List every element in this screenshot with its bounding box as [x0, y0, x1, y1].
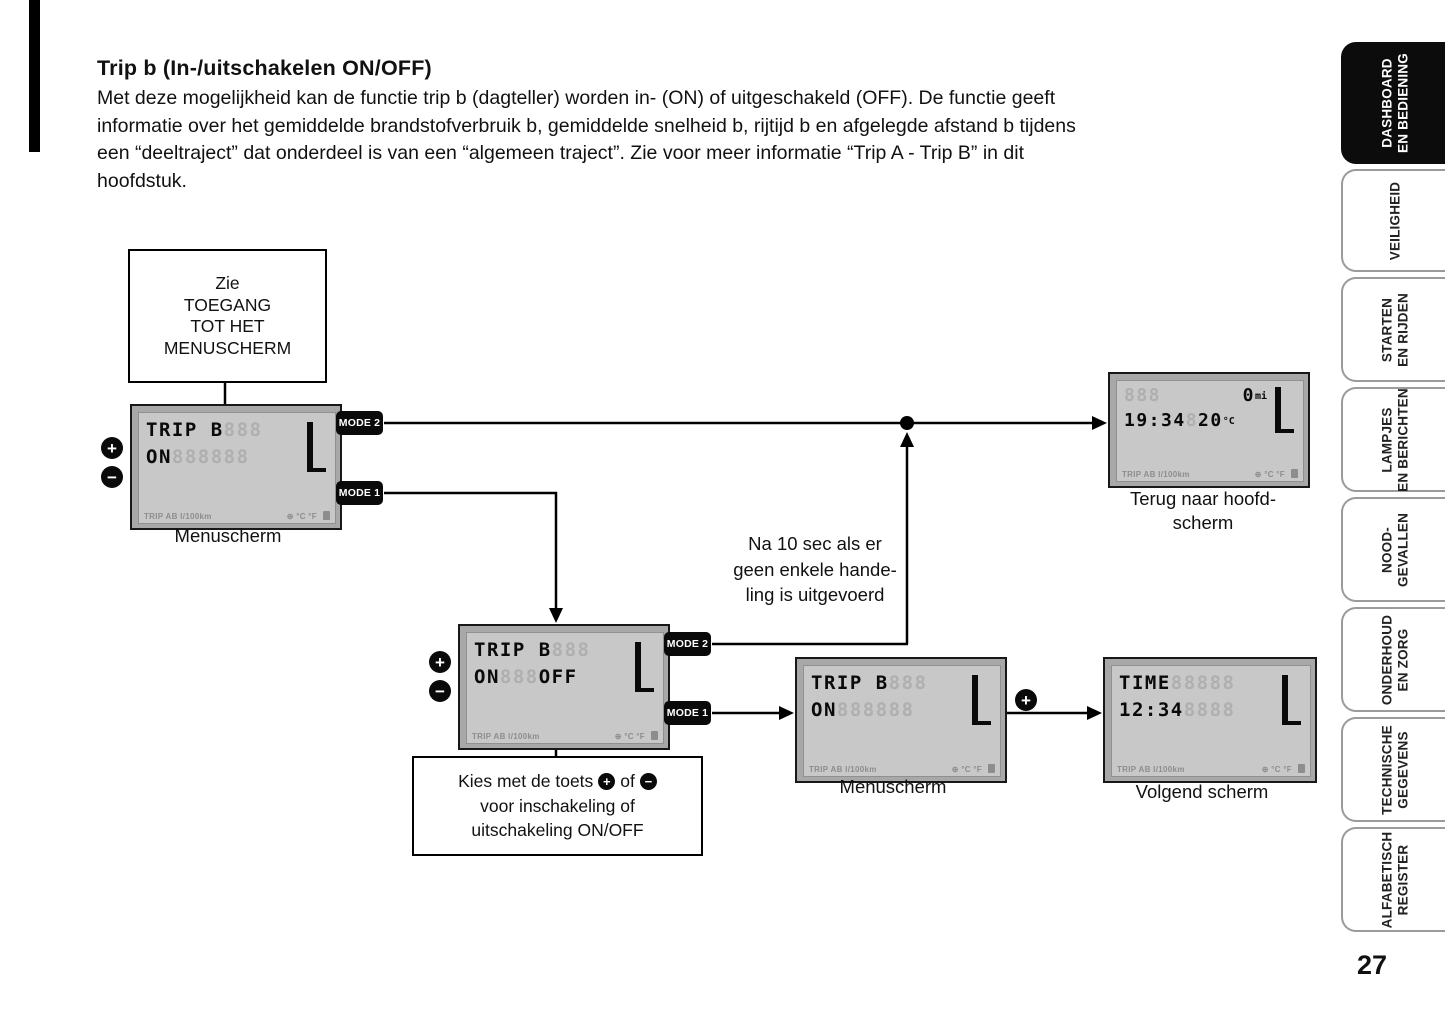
instruction-box: Kies met de toets + of − voor inschakeli…	[412, 756, 703, 856]
sidebar-tab-veiligheid[interactable]: VEILIGHEID	[1341, 169, 1445, 272]
instruction-text: of	[620, 771, 635, 792]
instruction-text: Kies met de toets	[458, 771, 594, 792]
lcd-display-menu-2: TRIP B888 ON888888 TRIP AB l/100km⊕ °C °…	[795, 657, 1007, 783]
lcd-screen: TRIP B888 ON888888 TRIP AB l/100km⊕ °C °…	[803, 665, 1001, 777]
body-line: hoofdstuk.	[97, 169, 187, 192]
timeout-line: geen enkele hande-	[733, 558, 897, 580]
fuel-pump-icon	[1291, 469, 1298, 478]
note-line: TOT HET	[190, 316, 265, 336]
lcd-line-1: TRIP B888	[146, 419, 263, 441]
fuel-pump-icon	[651, 731, 658, 740]
tab-label: REGISTER	[1395, 844, 1410, 915]
instruction-line: uitschakeling ON/OFF	[471, 820, 644, 841]
lcd-line-2: ON888OFF	[474, 666, 578, 688]
lcd-screen: TRIP B888 ON888888 TRIP AB l/100km⊕ °C °…	[138, 412, 336, 524]
lcd-footer: TRIP AB l/100km⊕ °C °F	[144, 512, 317, 521]
menu-access-note: Zie TOEGANG TOT HET MENUSCHERM	[128, 249, 327, 383]
note-line: TOEGANG	[183, 294, 272, 315]
tab-label: TECHNISCHE	[1379, 724, 1395, 815]
tab-label: GEGEVENS	[1395, 730, 1410, 809]
minus-button: −	[101, 466, 123, 488]
tab-label: LAMPJES	[1379, 406, 1395, 473]
mode-1-button: MODE 1	[664, 701, 711, 725]
timeout-line: Na 10 sec als er	[748, 533, 882, 554]
tab-label: GEVALLEN	[1395, 512, 1410, 587]
tab-label: EN ZORG	[1395, 628, 1410, 691]
label-line: scherm	[1172, 512, 1234, 533]
menu-screen-2-label: Menuscherm	[839, 776, 947, 797]
sidebar-tab-noodgevallen[interactable]: NOOD-GEVALLEN	[1341, 497, 1445, 602]
lcd-line-1: TIME88888	[1119, 672, 1236, 694]
next-screen-label: Volgend scherm	[1135, 781, 1269, 802]
lcd-line-2: ON888888	[146, 446, 250, 468]
level-gauge-icon	[635, 642, 654, 692]
label-line: Terug naar hoofd-	[1129, 488, 1277, 509]
instruction-line: Kies met de toets + of −	[458, 769, 657, 794]
menu-screen-1-label: Menuscherm	[174, 525, 282, 546]
lcd-display-on-off: TRIP B888 ON888OFF TRIP AB l/100km⊕ °C °…	[458, 624, 670, 750]
lcd-line-1: TRIP B888	[811, 672, 928, 694]
lcd-screen: TRIP B888 ON888OFF TRIP AB l/100km⊕ °C °…	[466, 632, 664, 744]
tab-label: EN BERICHTEN	[1395, 387, 1410, 492]
lcd-line-2: 19:34820°C	[1124, 410, 1235, 431]
lcd-screen: 888 0mi 19:34820°C TRIP AB l/100km⊕ °C °…	[1116, 380, 1304, 482]
note-line: Zie	[215, 273, 240, 293]
tab-label: ALFABETISCH	[1379, 831, 1395, 928]
plus-button: +	[1015, 689, 1037, 711]
timeout-note: Na 10 sec als er geen enkele hande- ling…	[715, 531, 915, 608]
instruction-line: voor inschakeling of	[480, 795, 635, 816]
mode-1-button: MODE 1	[336, 481, 383, 505]
lcd-line-1-value: 0mi	[1242, 385, 1267, 406]
tab-label: EN RIJDEN	[1395, 292, 1410, 367]
minus-button: −	[429, 680, 451, 702]
level-gauge-icon	[307, 422, 326, 472]
tab-label: NOOD-	[1379, 526, 1395, 573]
lcd-footer: TRIP AB l/100km⊕ °C °F	[1117, 765, 1292, 774]
lcd-line-1: 888	[1124, 385, 1162, 406]
lcd-footer: TRIP AB l/100km⊕ °C °F	[809, 765, 982, 774]
timeout-line: ling is uitgevoerd	[745, 584, 885, 605]
level-gauge-icon	[972, 675, 991, 725]
note-line: MENUSCHERM	[163, 337, 292, 358]
body-line: Met deze mogelijkheid kan de functie tri…	[97, 87, 1056, 109]
lcd-line-2: 12:348888	[1119, 699, 1236, 721]
lcd-display-menu-1: TRIP B888 ON888888 TRIP AB l/100km⊕ °C °…	[130, 404, 342, 530]
level-gauge-icon	[1275, 387, 1294, 433]
plus-button: +	[429, 651, 451, 673]
mode-2-button: MODE 2	[664, 632, 711, 656]
fuel-pump-icon	[323, 511, 330, 520]
tab-label: VEILIGHEID	[1387, 181, 1403, 260]
page-number: 27	[1356, 950, 1388, 980]
intro-paragraph: Met deze mogelijkheid kan de functie tri…	[97, 85, 1076, 195]
plus-button: +	[101, 437, 123, 459]
minus-icon: −	[639, 773, 657, 790]
body-line: informatie over het gemiddelde brandstof…	[97, 114, 1076, 137]
return-home-label: Terug naar hoofd- scherm	[1108, 487, 1298, 535]
tab-label: ONDERHOUD	[1379, 614, 1395, 705]
plus-icon: +	[598, 773, 616, 790]
print-binding-mark	[29, 0, 40, 152]
fuel-pump-icon	[988, 764, 995, 773]
lcd-footer: TRIP AB l/100km⊕ °C °F	[472, 732, 645, 741]
lcd-display-home: 888 0mi 19:34820°C TRIP AB l/100km⊕ °C °…	[1108, 372, 1310, 488]
body-line: een “deeltraject” dat onderdeel is van e…	[97, 142, 1025, 164]
lcd-line-2: ON888888	[811, 699, 915, 721]
lcd-display-time: TIME88888 12:348888 TRIP AB l/100km⊕ °C …	[1103, 657, 1317, 783]
tab-label: EN BEDIENING	[1395, 53, 1410, 153]
fuel-pump-icon	[1298, 764, 1305, 773]
lcd-line-1: TRIP B888	[474, 639, 591, 661]
lcd-screen: TIME88888 12:348888 TRIP AB l/100km⊕ °C …	[1111, 665, 1311, 777]
lcd-footer: TRIP AB l/100km⊕ °C °F	[1122, 470, 1285, 479]
mode-2-button: MODE 2	[336, 411, 383, 435]
tab-label: DASHBOARD	[1379, 58, 1395, 148]
page-title: Trip b (In-/uitschakelen ON/OFF)	[97, 56, 432, 81]
tab-label: STARTEN	[1379, 297, 1395, 362]
level-gauge-icon	[1282, 675, 1301, 725]
